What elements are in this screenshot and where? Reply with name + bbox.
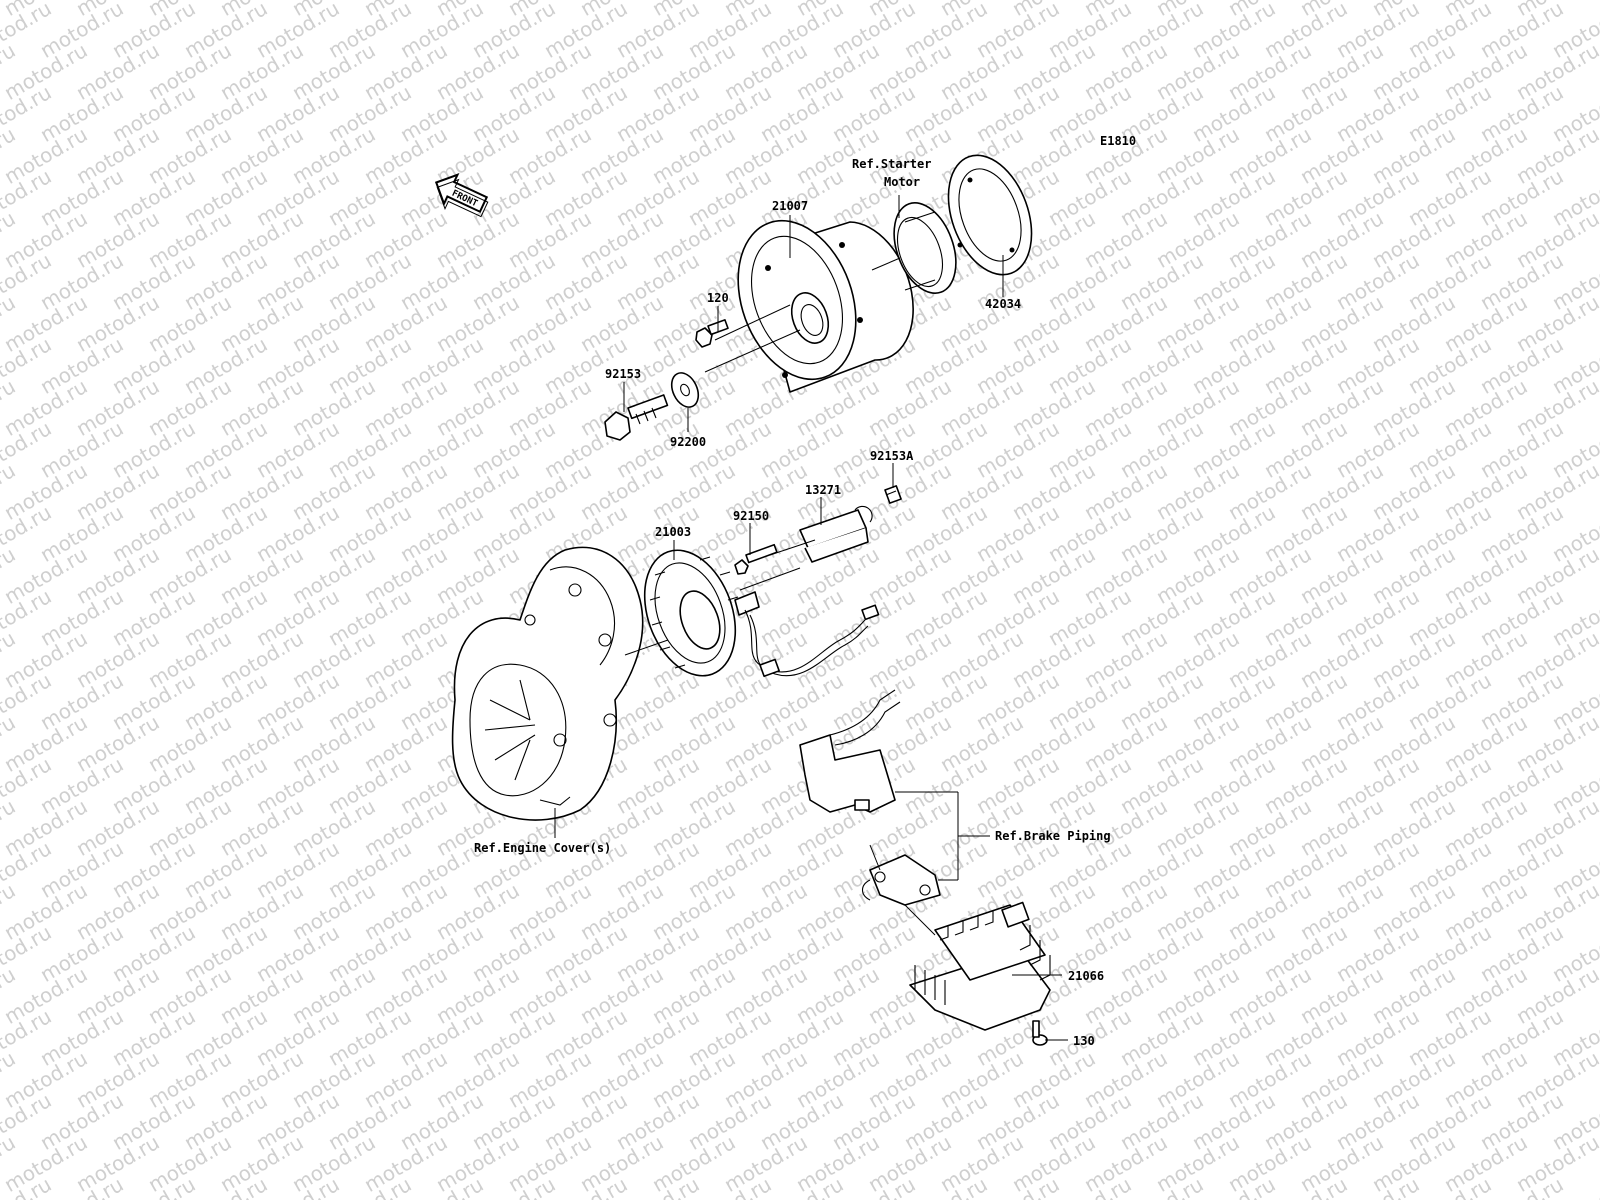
part-label-92153a: 92153A [870,449,914,463]
stator-part [643,549,880,678]
ref-starter-motor-line1: Ref.Starter [852,157,931,171]
part-label-120: 120 [707,291,729,305]
bolt-120-part [695,319,729,348]
starter-clutch-part [893,202,957,294]
part-label-42034: 42034 [985,297,1021,311]
leader-lines [554,195,1068,1041]
washer-92200-part [670,372,700,408]
grommet-13271-part [799,505,873,563]
part-label-13271: 13271 [805,483,841,497]
screw-130-part [1032,1020,1048,1046]
ref-engine-cover: Ref.Engine Cover(s) [474,841,611,855]
part-label-21007: 21007 [772,199,808,213]
part-label-92150: 92150 [733,509,769,523]
screw-92153a-part [884,485,902,504]
rotor-part [737,219,914,393]
part-label-92200: 92200 [670,435,706,449]
part-label-21003: 21003 [655,525,691,539]
part-label-21066: 21066 [1068,969,1104,983]
regulator-21066-part [909,901,1051,1031]
bolt-92150-part [734,543,778,575]
brake-bracket-part [799,689,941,906]
engine-cover-part [451,546,644,821]
ref-starter-motor-line2: Motor [884,175,920,189]
bolt-92153-part [604,394,669,441]
front-arrow-icon: FRONT [434,172,489,218]
part-label-130: 130 [1073,1034,1095,1048]
diagram-code: E1810 [1100,134,1136,148]
part-label-92153: 92153 [605,367,641,381]
gear-42034-part [947,154,1033,276]
ref-brake-piping: Ref.Brake Piping [995,829,1111,843]
